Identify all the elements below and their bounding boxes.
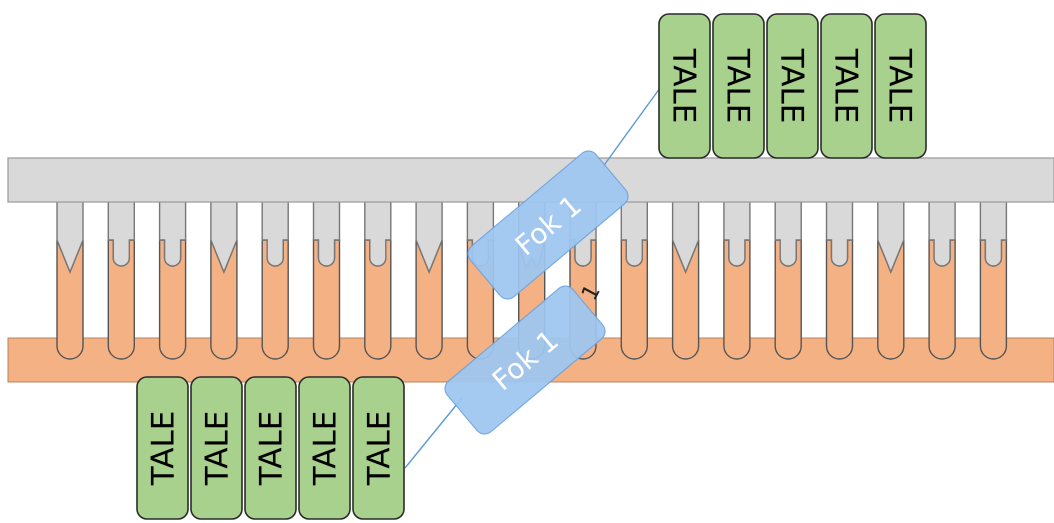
tale-repeat: TALE — [352, 376, 405, 520]
tale-label: TALE — [362, 411, 398, 487]
tale-label: TALE — [828, 48, 864, 124]
tale-box — [712, 13, 765, 159]
top-base — [825, 195, 854, 267]
tale-repeat: TALE — [874, 13, 927, 159]
tale-box — [874, 13, 927, 159]
tale-box — [766, 13, 819, 159]
top-base — [364, 195, 392, 267]
bottom-tale-array: TALE TALE TALE TALE TALE — [136, 376, 405, 520]
tale-box — [658, 13, 711, 159]
top-base — [107, 195, 135, 267]
base-pair — [928, 195, 956, 360]
bottom-tale-linker-line — [404, 397, 463, 469]
tale-box — [352, 376, 405, 520]
top-base — [928, 195, 956, 267]
tale-repeat: TALE — [658, 13, 711, 159]
top-base — [774, 195, 802, 267]
base-pair — [671, 195, 700, 360]
fok1-upper-box — [467, 150, 629, 300]
tale-label: TALE — [146, 411, 182, 487]
tale-repeat: TALE — [712, 13, 765, 159]
base-pair — [979, 195, 1008, 360]
tale-repeat: TALE — [190, 376, 243, 520]
tale-repeat: TALE — [766, 13, 819, 159]
tale-box — [190, 376, 243, 520]
top-base — [979, 195, 1008, 267]
tale-label: TALE — [254, 411, 290, 487]
bottom-base — [210, 239, 238, 360]
top-base — [723, 195, 751, 267]
base-pair — [723, 195, 751, 360]
tale-box — [298, 376, 351, 520]
tale-label: TALE — [308, 411, 344, 487]
tale-box — [820, 13, 873, 159]
top-tale-linker-line — [601, 87, 661, 169]
base-pair — [56, 195, 84, 360]
base-pair — [774, 195, 802, 360]
tale-label: TALE — [882, 48, 918, 124]
top-base — [158, 195, 187, 267]
tale-box — [244, 376, 297, 520]
tale-label: TALE — [200, 411, 236, 487]
top-base — [620, 195, 648, 267]
tale-box — [136, 376, 189, 520]
tale-repeat: TALE — [136, 376, 189, 520]
fok1-lower-box — [444, 285, 606, 435]
base-pair — [261, 195, 289, 360]
base-pair — [210, 195, 238, 360]
bottom-base — [671, 239, 700, 360]
bottom-base — [877, 239, 905, 360]
tale-repeat: TALE — [244, 376, 297, 520]
top-dna-strand — [7, 157, 1054, 203]
top-base — [261, 195, 289, 267]
base-pair — [877, 195, 905, 360]
tale-label: TALE — [666, 48, 702, 124]
tale-label: TALE — [774, 48, 810, 124]
base-pair — [415, 195, 443, 360]
tale-repeat: TALE — [820, 13, 873, 159]
top-base — [312, 195, 341, 267]
base-pair — [312, 195, 341, 360]
tale-repeat: TALE — [298, 376, 351, 520]
bottom-base — [56, 239, 84, 360]
base-pair — [620, 195, 648, 360]
base-pair — [158, 195, 187, 360]
top-tale-array: TALE TALE TALE TALE TALE — [658, 13, 927, 159]
base-pair — [107, 195, 135, 360]
base-pair — [825, 195, 854, 360]
bottom-base — [415, 239, 443, 360]
base-pair — [364, 195, 392, 360]
tale-label: TALE — [720, 48, 756, 124]
